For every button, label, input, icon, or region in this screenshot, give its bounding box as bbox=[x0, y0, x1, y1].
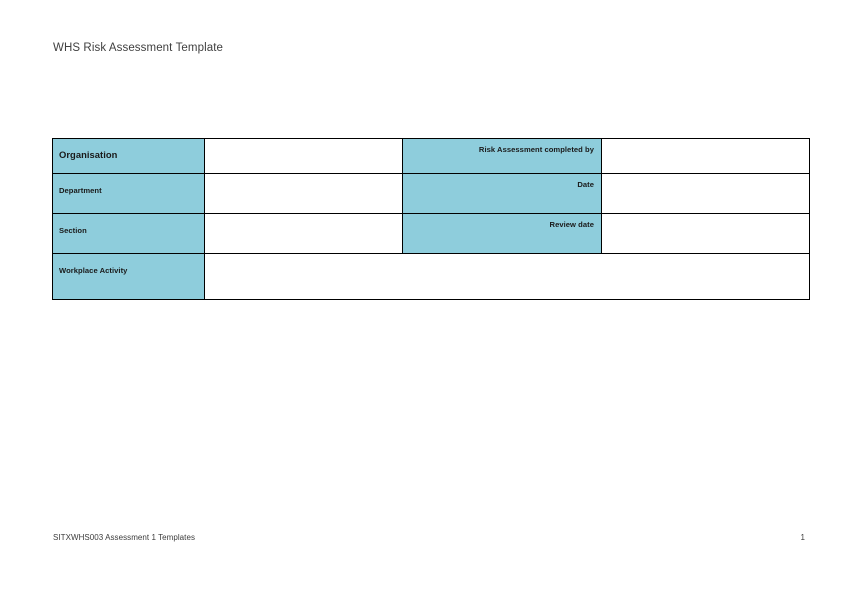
footer-document-name: SITXWHS003 Assessment 1 Templates bbox=[53, 533, 196, 542]
risk-assessment-completed-by-label-cell: Risk Assessment completed by bbox=[402, 138, 602, 174]
risk-assessment-completed-by-value-cell[interactable] bbox=[601, 138, 810, 174]
date-label-cell: Date bbox=[402, 173, 602, 214]
page-footer: SITXWHS003 Assessment 1 Templates 1 bbox=[53, 533, 805, 542]
section-value-cell[interactable] bbox=[204, 213, 403, 254]
date-value-cell[interactable] bbox=[601, 173, 810, 214]
risk-assessment-completed-by-label: Risk Assessment completed by bbox=[478, 145, 594, 154]
table-row: Workplace Activity bbox=[52, 253, 810, 300]
review-date-label-cell: Review date bbox=[402, 213, 602, 254]
review-date-label: Review date bbox=[549, 220, 594, 229]
department-value-cell[interactable] bbox=[204, 173, 403, 214]
review-date-value-cell[interactable] bbox=[601, 213, 810, 254]
date-label: Date bbox=[577, 180, 594, 189]
table-row: Organisation Risk Assessment completed b… bbox=[52, 138, 810, 174]
footer-page-number: 1 bbox=[800, 533, 805, 542]
section-label: Section bbox=[59, 226, 87, 235]
organisation-label-cell: Organisation bbox=[52, 138, 205, 174]
workplace-activity-label-cell: Workplace Activity bbox=[52, 253, 205, 300]
page-title: WHS Risk Assessment Template bbox=[53, 42, 224, 54]
workplace-activity-label: Workplace Activity bbox=[59, 266, 128, 275]
organisation-value-cell[interactable] bbox=[204, 138, 403, 174]
risk-assessment-table: Organisation Risk Assessment completed b… bbox=[52, 138, 810, 300]
workplace-activity-value-cell[interactable] bbox=[204, 253, 810, 300]
section-label-cell: Section bbox=[52, 213, 205, 254]
table-row: Department Date bbox=[52, 173, 810, 214]
department-label: Department bbox=[59, 186, 102, 195]
table-row: Section Review date bbox=[52, 213, 810, 254]
department-label-cell: Department bbox=[52, 173, 205, 214]
organisation-label: Organisation bbox=[59, 149, 118, 160]
